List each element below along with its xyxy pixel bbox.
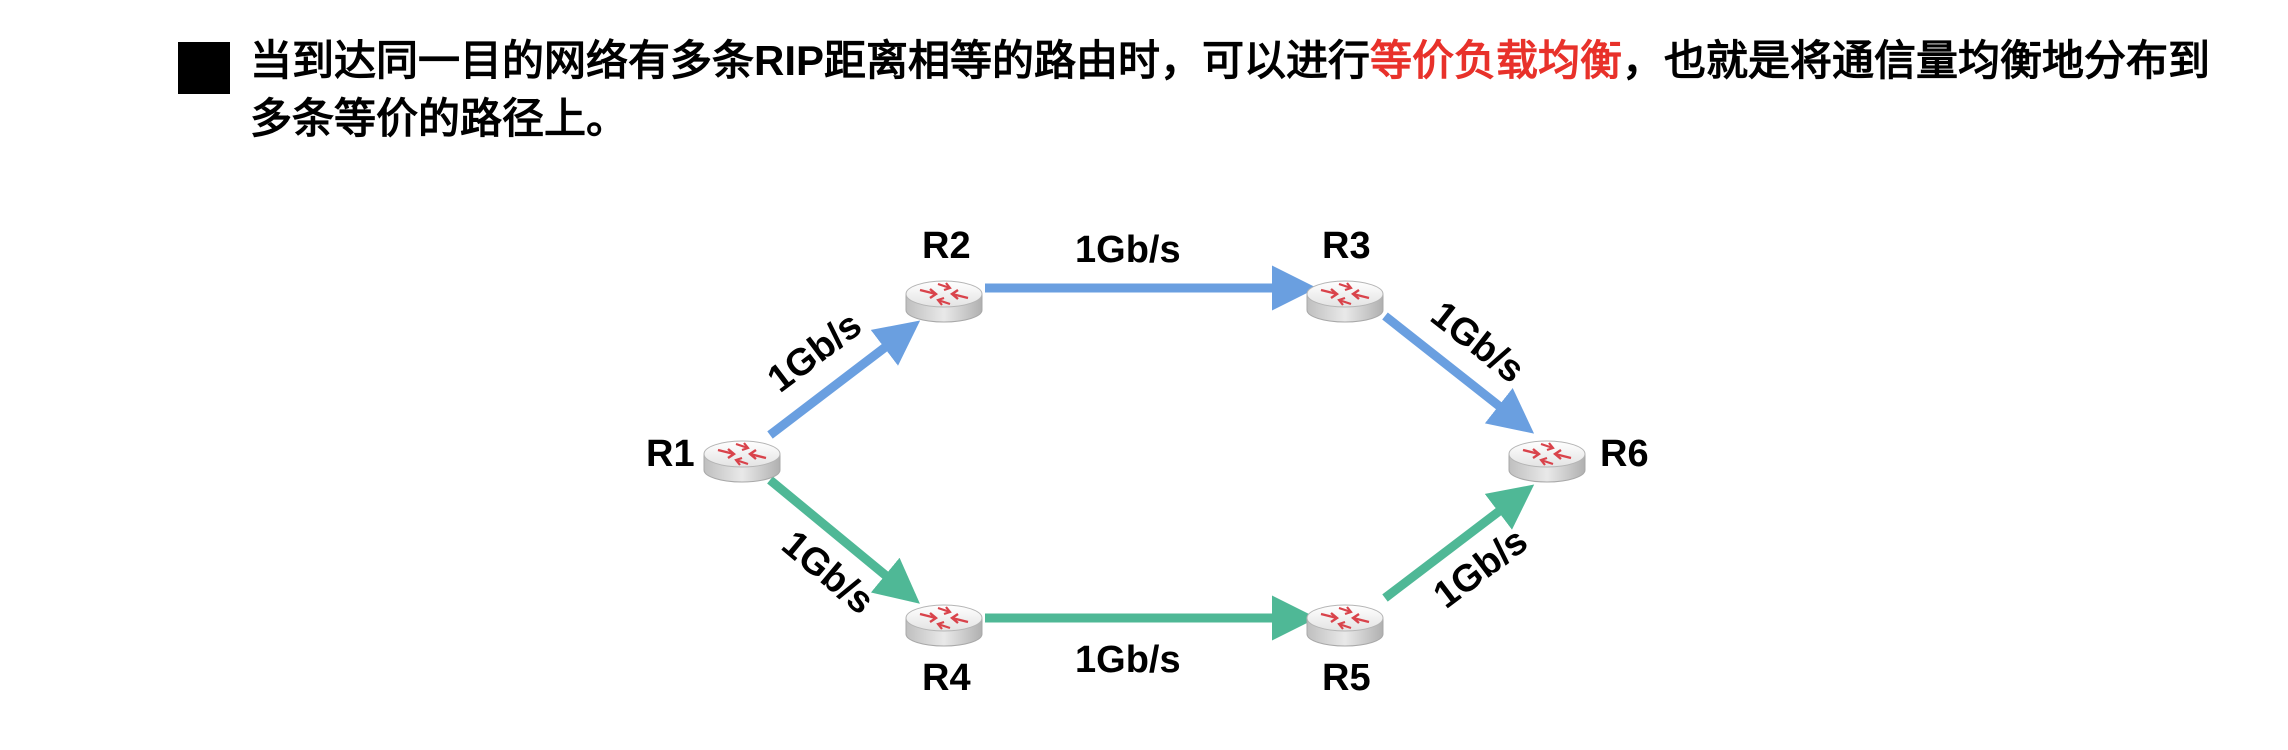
link-r3-r6: [1382, 312, 1535, 434]
router-label-r4: R4: [922, 657, 971, 699]
router-label-r3: R3: [1322, 225, 1371, 267]
link-label-r2-r3: 1Gb/s: [1075, 229, 1181, 271]
link-label-r1-r2: 1Gb/s: [760, 304, 870, 401]
router-label-r6: R6: [1600, 433, 1649, 475]
link-label-r3-r6: 1Gb/s: [1423, 293, 1532, 391]
router-r5-icon: [1305, 603, 1385, 648]
bullet-point: 当到达同一目的网络有多条RIP距离相等的路由时，可以进行等价负载均衡，也就是将通…: [178, 32, 2218, 148]
router-label-r2: R2: [922, 225, 971, 267]
link-label-r5-r6: 1Gb/s: [1426, 520, 1536, 617]
router-r3-icon: [1305, 279, 1385, 324]
link-r1-r4: [767, 476, 920, 604]
bullet-square-icon: [178, 42, 230, 94]
link-label-r1-r4: 1Gb/s: [774, 523, 882, 623]
link-r5-r6: [1382, 484, 1535, 602]
router-r6-icon: [1507, 439, 1587, 484]
description-part1: 当到达同一目的网络有多条RIP距离相等的路由时，可以进行: [250, 37, 1371, 84]
router-label-r1: R1: [646, 433, 695, 475]
router-label-r5: R5: [1322, 657, 1371, 699]
description-part2: ，也就是将通信量均衡地分布到多条等价的路径上。: [250, 37, 2211, 142]
link-r1-r2: [767, 320, 921, 439]
router-r2-icon: [904, 279, 984, 324]
link-label-r4-r5: 1Gb/s: [1075, 639, 1181, 681]
description-highlight: 等价负载均衡: [1370, 37, 1623, 84]
description-text: 当到达同一目的网络有多条RIP距离相等的路由时，可以进行等价负载均衡，也就是将通…: [250, 32, 2218, 148]
router-r4-icon: [904, 603, 984, 648]
router-r1-icon: [702, 439, 782, 484]
